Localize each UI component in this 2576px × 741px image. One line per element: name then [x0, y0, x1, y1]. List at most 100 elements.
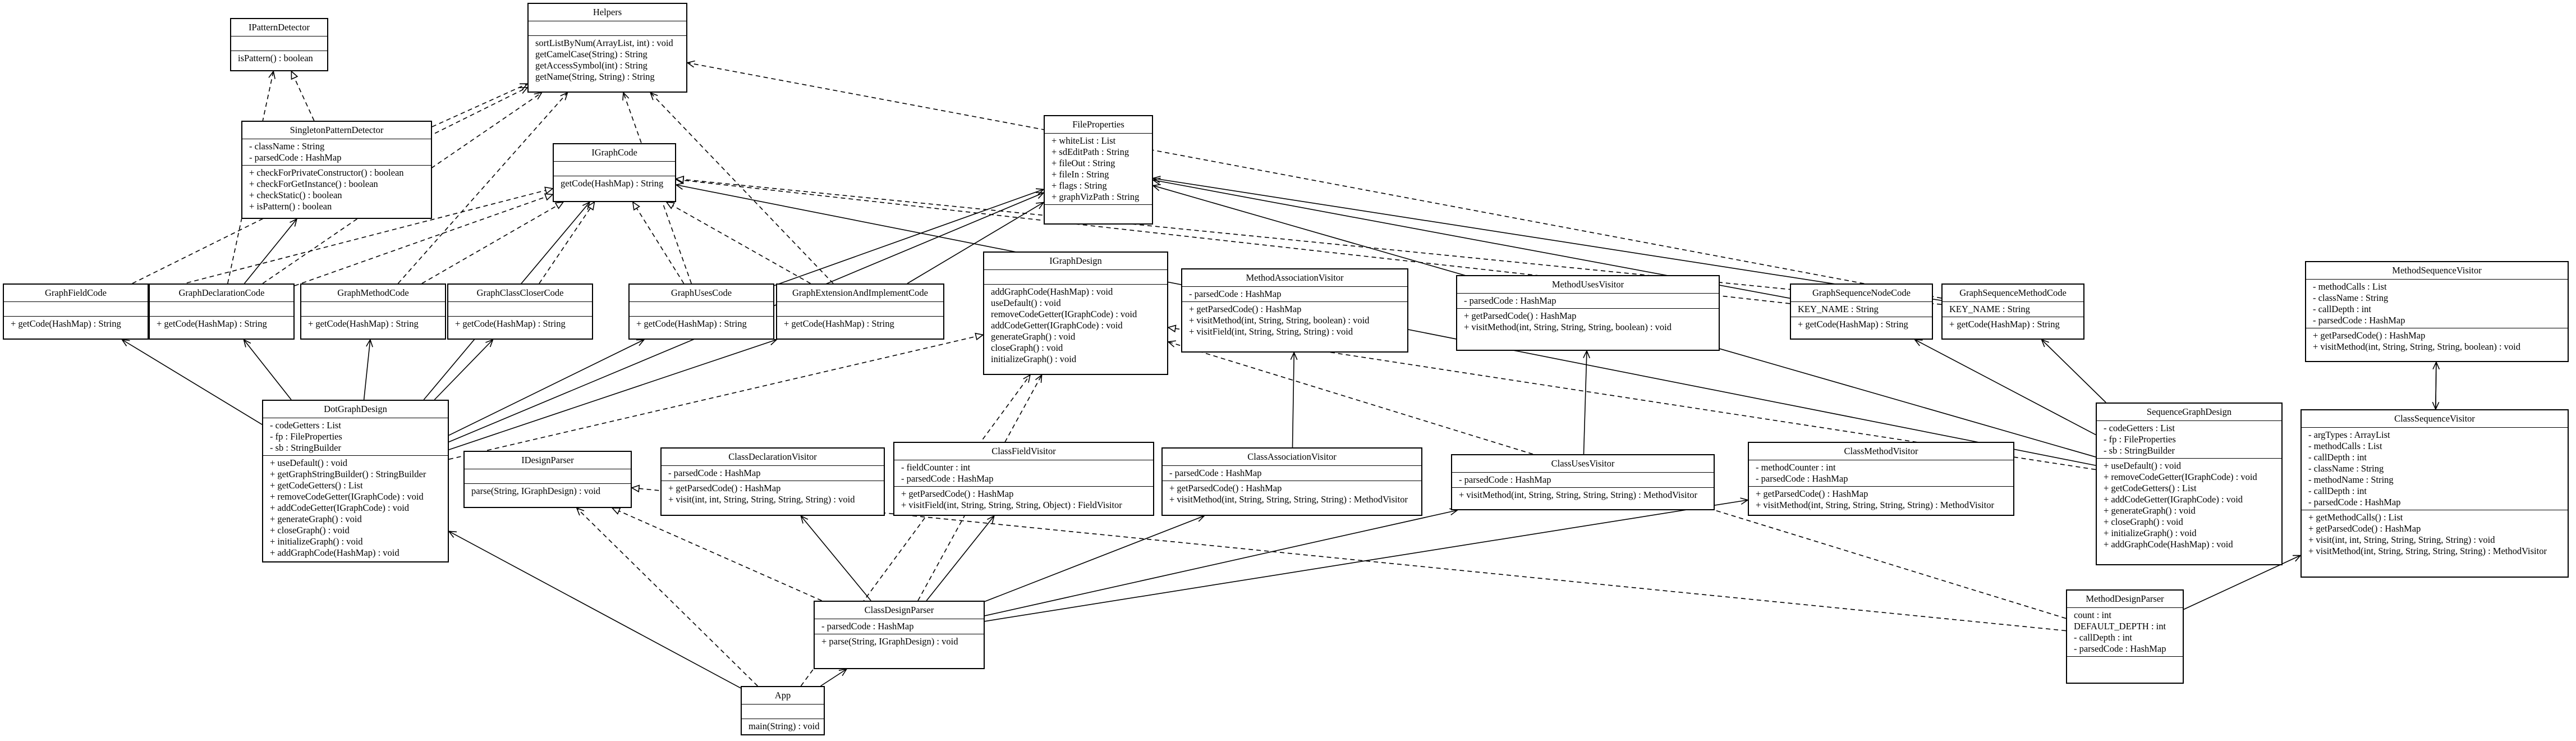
operation: isPattern() : boolean	[238, 53, 313, 63]
operation: + generateGraph() : void	[270, 514, 362, 524]
association-edge	[907, 202, 1044, 284]
class-name: GraphMethodCode	[301, 285, 445, 302]
class-dotgraphdesign[interactable]: DotGraphDesign- codeGetters : List- fp :…	[262, 400, 449, 562]
class-methodsequencevisitor[interactable]: MethodSequenceVisitor- methodCalls : Lis…	[2305, 261, 2569, 362]
attributes-section: - parsedCode : HashMap	[1457, 294, 1719, 309]
class-fileproperties[interactable]: FileProperties+ whiteList : List+ sdEdit…	[1044, 115, 1153, 225]
attributes-section: - codeGetters : List- fp : FilePropertie…	[2097, 421, 2281, 459]
attribute: - callDepth : int	[2308, 486, 2367, 496]
realization-edge	[666, 202, 811, 284]
realization-edge	[676, 179, 1790, 304]
class-methodassociationvisitor[interactable]: MethodAssociationVisitor- parsedCode : H…	[1181, 268, 1408, 353]
attributes-section	[465, 469, 631, 484]
attribute: + whiteList : List	[1051, 135, 1116, 146]
class-classusesvisitor[interactable]: ClassUsesVisitor- parsedCode : HashMap+ …	[1451, 454, 1715, 510]
class-classmethodvisitor[interactable]: ClassMethodVisitor- methodCounter : int-…	[1748, 442, 2014, 516]
class-classsequencevisitor[interactable]: ClassSequenceVisitor- argTypes : ArrayLi…	[2301, 409, 2569, 578]
class-ipatterndetector[interactable]: IPatternDetector isPattern() : boolean	[230, 18, 328, 71]
class-graphclassclosercode[interactable]: GraphClassCloserCode+ getCode(HashMap) :…	[447, 283, 593, 340]
attributes-section	[150, 302, 293, 317]
hollow-triangle-arrowhead	[675, 175, 685, 184]
operation: initializeGraph() : void	[991, 354, 1077, 364]
class-name: ClassMethodVisitor	[1749, 443, 2013, 460]
attribute: - sb : StringBuilder	[270, 442, 341, 453]
open-arrowhead	[576, 507, 585, 516]
class-sequencegraphdesign[interactable]: SequenceGraphDesign- codeGetters : List-…	[2096, 402, 2283, 565]
operation: sortListByNum(ArrayList, int) : void	[535, 38, 673, 48]
attribute: - parsedCode : HashMap	[1169, 468, 1262, 478]
class-graphextensionandimplementcode[interactable]: GraphExtensionAndImplementCode+ getCode(…	[776, 283, 944, 340]
attributes-section	[529, 21, 686, 36]
operation: + useDefault() : void	[2104, 460, 2182, 471]
class-graphmethodcode[interactable]: GraphMethodCode+ getCode(HashMap) : Stri…	[300, 283, 446, 340]
class-classdesignparser[interactable]: ClassDesignParser- parsedCode : HashMap+…	[814, 601, 985, 669]
class-name: GraphUsesCode	[630, 285, 773, 302]
attributes-section: + whiteList : List+ sdEditPath : String+…	[1045, 134, 1152, 205]
attribute: - codeGetters : List	[2104, 423, 2175, 433]
class-methodusesvisitor[interactable]: MethodUsesVisitor- parsedCode : HashMap+…	[1456, 275, 1720, 351]
operation: + addGraphCode(HashMap) : void	[2104, 539, 2233, 550]
open-arrowhead	[560, 92, 568, 100]
dependency-edge	[431, 83, 528, 127]
class-name: IGraphDesign	[984, 253, 1167, 270]
operations-section: + getParsedCode() : HashMap+ visitMethod…	[1182, 302, 1407, 339]
attribute: + fileIn : String	[1051, 169, 1109, 180]
operation: + initializeGraph() : void	[2104, 528, 2197, 538]
attribute: - methodCalls : List	[2313, 281, 2387, 292]
hollow-triangle-arrowhead	[544, 186, 554, 194]
class-name: ClassUsesVisitor	[1452, 455, 1714, 473]
attributes-section: - className : String- parsedCode : HashM…	[242, 139, 431, 166]
class-name: MethodDesignParser	[2067, 591, 2183, 608]
open-arrowhead	[485, 339, 494, 347]
operations-section	[2067, 657, 2183, 671]
open-arrowhead	[582, 201, 591, 210]
class-name: ClassSequenceVisitor	[2302, 410, 2568, 428]
association-edge	[243, 339, 292, 400]
hollow-triangle-arrowhead	[611, 507, 621, 515]
class-graphfieldcode[interactable]: GraphFieldCode+ getCode(HashMap) : Strin…	[3, 283, 149, 340]
operation: + addCodeGetter(IGraphCode) : void	[2104, 494, 2243, 505]
operation: + getParsedCode() : HashMap	[2313, 330, 2426, 341]
operation: + getCodeGetters() : List	[270, 480, 363, 491]
operations-section: parse(String, IGraphDesign) : void	[465, 484, 631, 498]
operations-section: + visitMethod(int, String, String, Strin…	[1452, 488, 1714, 502]
class-name: IPatternDetector	[231, 19, 327, 36]
class-name: IDesignParser	[465, 452, 631, 469]
hollow-triangle-arrowhead	[544, 193, 554, 201]
open-arrowhead	[1583, 350, 1591, 359]
class-classfieldvisitor[interactable]: ClassFieldVisitor- fieldCounter : int- p…	[893, 442, 1154, 516]
operation: + getGraphStringBuilder() : StringBuilde…	[270, 469, 426, 479]
attribute: - methodCalls : List	[2308, 441, 2382, 451]
realization-edge	[148, 188, 553, 294]
attribute: - argTypes : ArrayList	[2308, 429, 2390, 440]
class-classdeclarationvisitor[interactable]: ClassDeclarationVisitor- parsedCode : Ha…	[660, 447, 885, 516]
operation: + visitField(int, String, String, String…	[1189, 326, 1353, 337]
attribute: - parsedCode : HashMap	[2308, 497, 2401, 507]
association-edge	[800, 515, 871, 601]
class-graphusescode[interactable]: GraphUsesCode+ getCode(HashMap) : String	[628, 283, 774, 340]
class-classassociationvisitor[interactable]: ClassAssociationVisitor - parsedCode : Ha…	[1161, 447, 1422, 516]
association-edge	[448, 339, 777, 450]
class-singletonpatterndetector[interactable]: SingletonPatternDetector- className : St…	[241, 121, 432, 219]
association-edge	[1292, 352, 1295, 448]
open-arrowhead	[121, 339, 130, 346]
open-arrowhead	[243, 339, 251, 347]
attribute: - codeGetters : List	[270, 420, 341, 431]
attribute: KEY_NAME : String	[1949, 304, 2030, 314]
class-name: ClassAssociationVisitor	[1163, 449, 1421, 466]
attribute: count : int	[2074, 610, 2111, 620]
attributes-section: - parsedCode : HashMap	[662, 466, 884, 481]
operation: + parse(String, IGraphDesign) : void	[821, 636, 958, 647]
attribute: + graphVizPath : String	[1051, 191, 1140, 202]
class-idesignparser[interactable]: IDesignParser parse(String, IGraphDesign)…	[463, 451, 632, 508]
class-graphdeclarationcode[interactable]: GraphDeclarationCode+ getCode(HashMap) :…	[149, 283, 295, 340]
